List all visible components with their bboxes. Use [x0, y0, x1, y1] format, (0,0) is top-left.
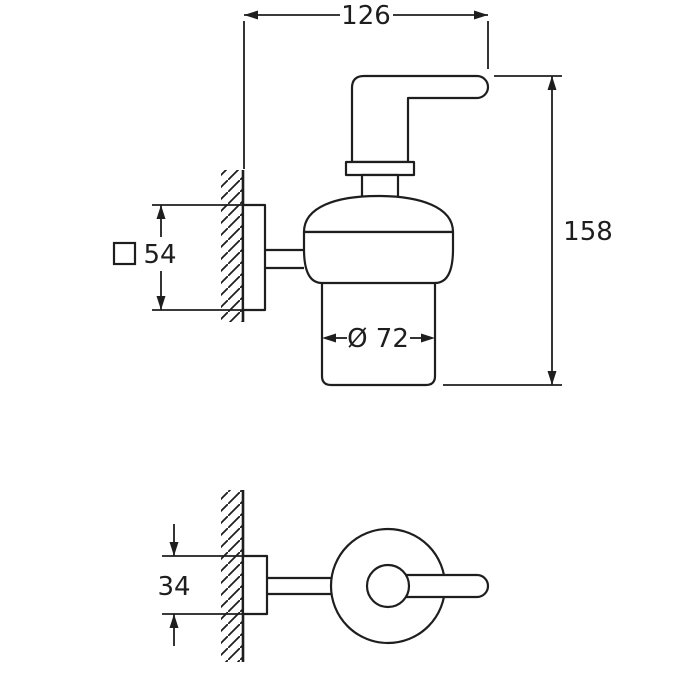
arrowhead-down-icon: [156, 296, 166, 310]
side-view: 126: [112, 1, 613, 387]
wall-hatching: [221, 170, 243, 322]
dim-value-height: 158: [563, 217, 613, 247]
dispenser-top-view: [329, 527, 490, 645]
arrowhead-left-icon: [322, 333, 336, 343]
arrowhead-down-icon: [169, 542, 179, 556]
wall-side-view: [221, 170, 245, 322]
dispenser-side-view: [302, 74, 490, 387]
dim-diameter-72: Ø 72: [322, 324, 435, 354]
arrowhead-right-icon: [474, 10, 488, 20]
mounting-plate-side-view: [241, 203, 267, 312]
dim-value-diameter: Ø 72: [347, 324, 409, 354]
dispenser-dome: [302, 194, 455, 234]
dim-value-plate-height: 54: [143, 240, 176, 270]
arrowhead-up-icon: [156, 205, 166, 219]
mounting-plate: [241, 554, 269, 616]
arrowhead-up-icon: [169, 614, 179, 628]
square-profile-icon: [112, 241, 137, 266]
arrowhead-down-icon: [547, 371, 557, 385]
dim-value-width: 126: [341, 1, 391, 31]
arrowhead-left-icon: [244, 10, 258, 20]
pump-knob-top: [365, 563, 411, 609]
mounting-plate-top-view: [241, 554, 269, 616]
top-view: 34: [157, 490, 490, 662]
dim-depth-34: 34: [157, 524, 243, 646]
dim-height-158: 158: [443, 75, 613, 386]
mounting-plate: [241, 203, 267, 312]
arrowhead-right-icon: [421, 333, 435, 343]
wall-top-view: [221, 490, 245, 662]
spout-top: [406, 573, 490, 599]
pump-collar: [344, 160, 416, 177]
glass-cylinder: [320, 283, 437, 387]
dim-width-126: 126: [243, 1, 489, 169]
holder-arm-top-view: [267, 576, 333, 596]
arrowhead-up-icon: [547, 76, 557, 90]
dim-value-depth: 34: [157, 572, 190, 602]
pump-head-and-spout: [350, 74, 490, 164]
holder-ring: [302, 230, 455, 285]
dim-plate-54: 54: [112, 204, 243, 311]
holder-arm-side-view: [265, 248, 304, 270]
wall-hatching: [221, 490, 243, 662]
pump-neck: [360, 173, 400, 199]
